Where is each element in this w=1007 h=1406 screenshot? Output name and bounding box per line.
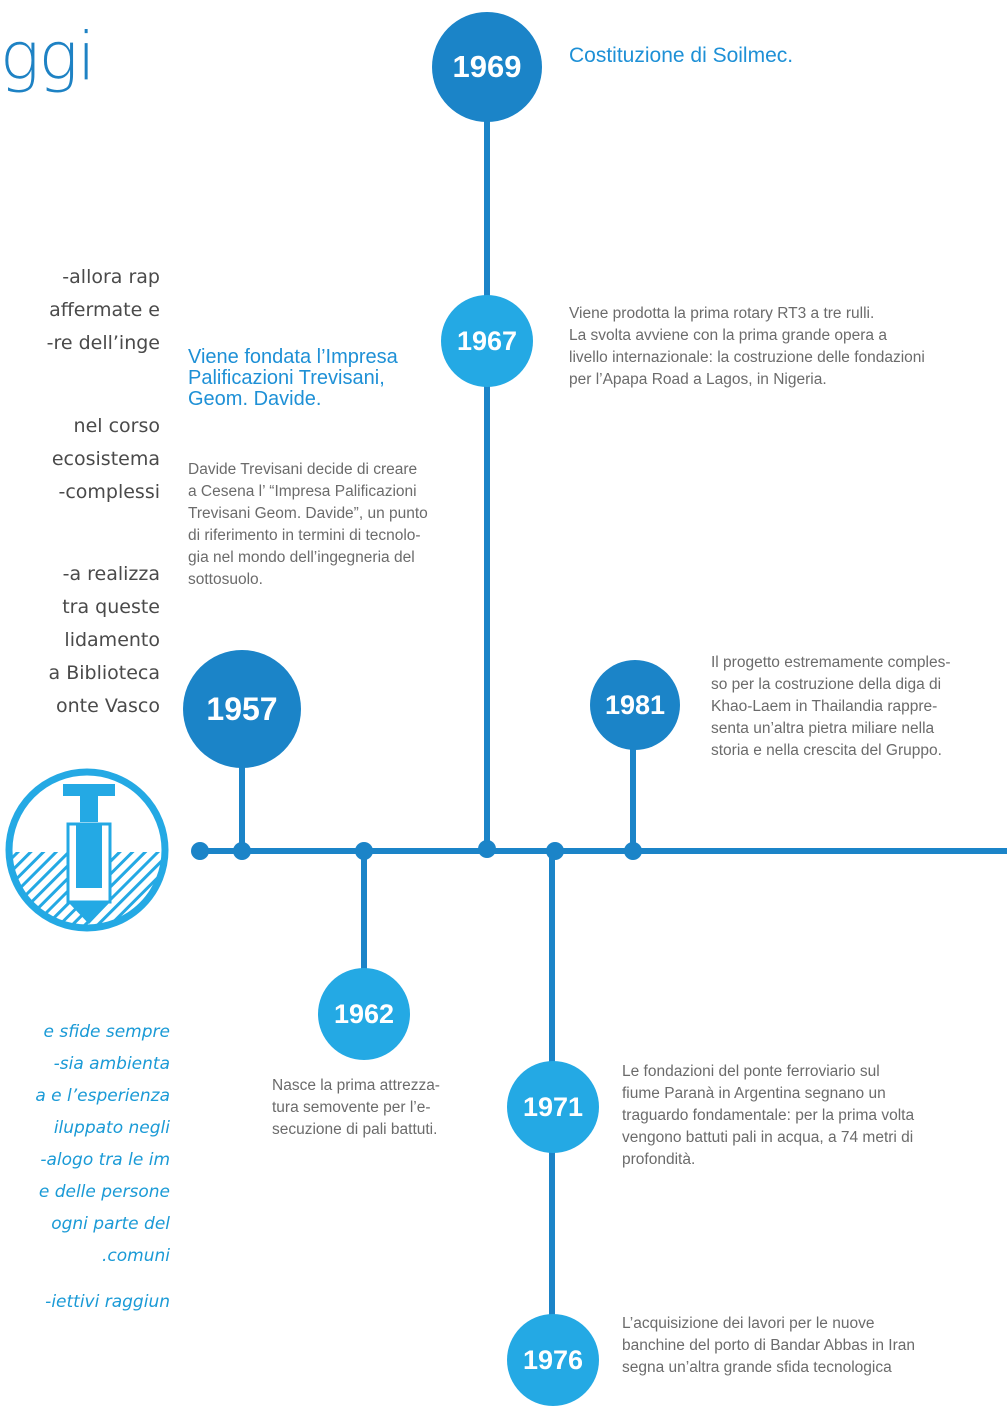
text-line: per l’Apapa Road a Lagos, in Nigeria. xyxy=(569,371,827,388)
text-line: a Cesena l’ “Impresa Palificazioni xyxy=(188,483,417,500)
text-line: secuzione di pali battuti. xyxy=(272,1121,438,1138)
intro-line: ecosistema xyxy=(51,448,160,470)
quote-line: a e l’esperienza xyxy=(35,1086,170,1106)
text-line: di riferimento in termini di tecnolo- xyxy=(188,527,421,544)
event-1971-description: Le fondazioni del ponte ferroviario sul … xyxy=(622,1061,914,1171)
text-line: profondità. xyxy=(622,1151,696,1168)
timeline-stem xyxy=(361,852,367,972)
timeline-node xyxy=(233,842,251,860)
text-line: so per la costruzione della diga di xyxy=(711,676,942,693)
year-badge-1971: 1971 xyxy=(507,1061,599,1153)
text-line: Palificazioni Trevisani, xyxy=(188,367,385,389)
intro-line: nel corso xyxy=(73,415,160,437)
intro-line: complessi- xyxy=(58,481,160,503)
text-line: senta un’altra pietra miliare nella xyxy=(711,720,935,737)
year-badge-1969: 1969 xyxy=(432,12,542,122)
intro-line: a Biblioteca xyxy=(48,662,160,684)
year-badge-1976: 1976 xyxy=(507,1314,599,1406)
text-line: traguardo fondamentale: per la prima vol… xyxy=(622,1107,915,1124)
event-1962-description: Nasce la prima attrezza- tura semovente … xyxy=(272,1075,472,1141)
text-line: Le fondazioni del ponte ferroviario sul xyxy=(622,1063,880,1080)
text-line: La svolta avviene con la prima grande op… xyxy=(569,327,887,344)
year-badge-1957: 1957 xyxy=(183,650,301,768)
intro-line: re dell’inge- xyxy=(46,332,160,354)
timeline-node xyxy=(191,842,209,860)
text-line: segna un’altra grande sfida tecnologica xyxy=(622,1359,892,1376)
event-1967-description: Viene prodotta la prima rotary RT3 a tre… xyxy=(569,303,925,391)
year-badge-1981: 1981 xyxy=(590,660,680,750)
quote-line: e sfide sempre xyxy=(43,1022,170,1042)
timeline-node xyxy=(355,842,373,860)
quote-line: sia ambienta- xyxy=(53,1054,170,1074)
intro-line: onte Vasco xyxy=(56,695,160,717)
intro-line: tra queste xyxy=(62,596,160,618)
text-line: fiume Paranà in Argentina segnano un xyxy=(622,1085,886,1102)
text-line: L’acquisizione dei lavori per le nuove xyxy=(622,1315,875,1332)
quote-line: ogni parte del xyxy=(51,1214,170,1234)
event-1957-title: Viene fondata l’Impresa Palificazioni Tr… xyxy=(188,347,398,410)
timeline-node xyxy=(624,842,642,860)
text-line: Khao-Laem in Thailandia rappre- xyxy=(711,698,938,715)
event-1957-description: Davide Trevisani decide di creare a Cese… xyxy=(188,459,428,591)
text-line: Nasce la prima attrezza- xyxy=(272,1077,440,1094)
event-1981-description: Il progetto estremamente comples- so per… xyxy=(711,652,951,762)
year-badge-1967: 1967 xyxy=(441,295,533,387)
text-line: storia e nella crescita del Gruppo. xyxy=(711,742,942,759)
intro-line: allora rap- xyxy=(62,266,160,288)
pile-driving-logo-icon xyxy=(2,764,172,936)
timeline-stem xyxy=(239,740,245,850)
text-line: Geom. Davide. xyxy=(188,388,322,410)
intro-line: affermate e xyxy=(49,299,160,321)
text-line: gia nel mondo dell’ingegneria del xyxy=(188,549,415,566)
text-line: Davide Trevisani decide di creare xyxy=(188,461,418,478)
text-line: Il progetto estremamente comples- xyxy=(711,654,951,671)
quote-line: iettivi raggiun- xyxy=(45,1292,170,1312)
intro-line: a realizza- xyxy=(62,563,160,585)
text-line: tura semovente per l’e- xyxy=(272,1099,431,1116)
text-line: Viene prodotta la prima rotary RT3 a tre… xyxy=(569,305,875,322)
text-line: vengono battuti pali in acqua, a 74 metr… xyxy=(622,1129,914,1146)
quote-line: iluppato negli xyxy=(53,1118,170,1138)
timeline-stem xyxy=(630,745,636,850)
text-line: sottosuolo. xyxy=(188,571,263,588)
quote-line: comuni. xyxy=(102,1246,170,1266)
quote-line: alogo tra le im- xyxy=(40,1150,170,1170)
timeline-stem xyxy=(484,90,490,850)
event-1969-title: Costituzione di Soilmec. xyxy=(569,44,794,67)
text-line: livello internazionale: la costruzione d… xyxy=(569,349,925,366)
quote-line: e delle persone xyxy=(38,1182,170,1202)
page-title: ggi xyxy=(0,18,96,95)
text-line: banchine del porto di Bandar Abbas in Ir… xyxy=(622,1337,915,1354)
text-line: Trevisani Geom. Davide”, un punto xyxy=(188,505,428,522)
intro-line: lidamento xyxy=(64,629,160,651)
text-line: Viene fondata l’Impresa xyxy=(188,346,398,368)
year-badge-1962: 1962 xyxy=(318,968,410,1060)
event-1976-description: L’acquisizione dei lavori per le nuove b… xyxy=(622,1313,915,1379)
timeline-axis xyxy=(196,848,1007,854)
